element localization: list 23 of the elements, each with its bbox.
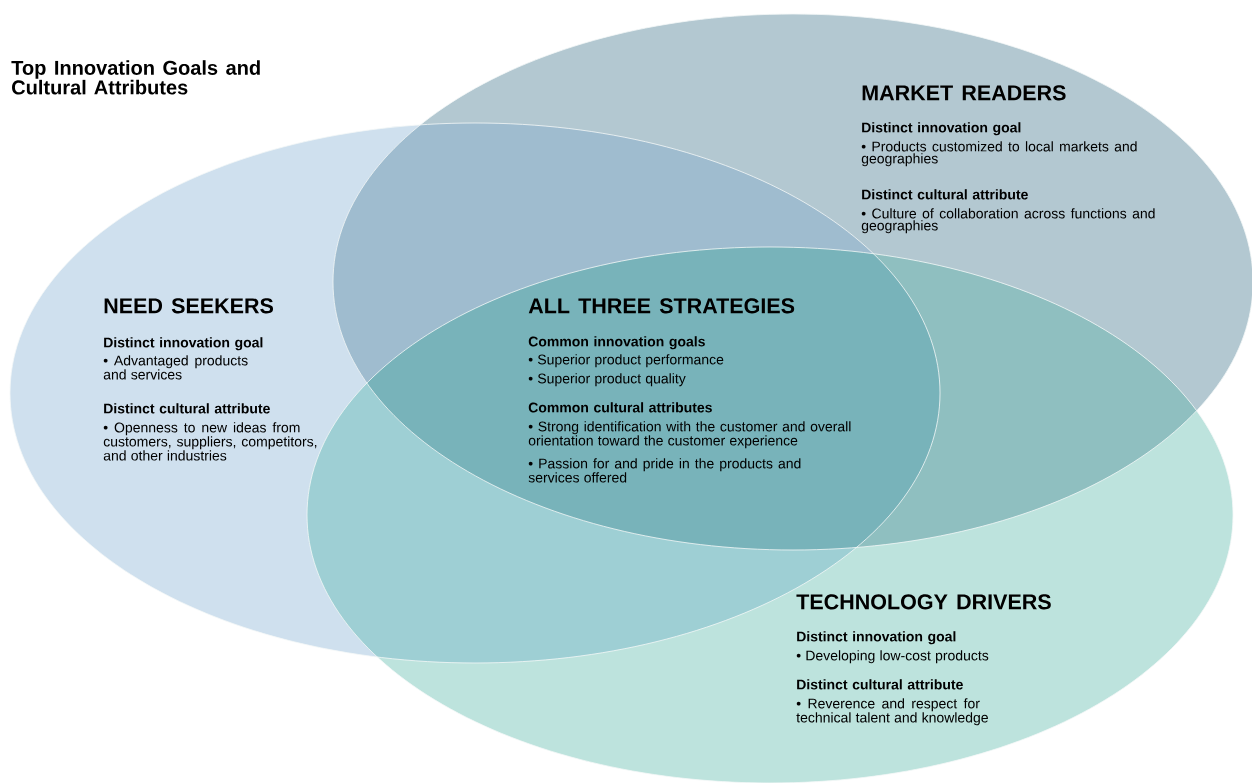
bullet-item: • Advantaged products and services (103, 355, 248, 380)
region-heading: TECHNOLOGY DRIVERS (796, 594, 1051, 610)
bullet-item: • Products customized to local markets and geographies (861, 141, 1137, 167)
subheading: Distinct cultural attribute (862, 189, 1028, 200)
bullet-item: • Superior product performance (528, 354, 724, 368)
subheading: Common innovation goals (528, 336, 705, 350)
region-heading: NEED SEEKERS (104, 298, 273, 314)
subheading: Distinct innovation goal (104, 337, 263, 351)
title: Top Innovation Goals and Cultural Attributes (11, 60, 260, 95)
subheading: Distinct innovation goal (797, 631, 956, 645)
bullet-item: • Openness to new ideas from customers, suppliers, competitors, and other industries (103, 422, 317, 461)
bullet-item: • Culture of collaboration across functions and geographies (861, 208, 1155, 234)
bullet-item: • Superior product quality (528, 373, 686, 387)
subheading: Distinct innovation goal (862, 122, 1021, 136)
bullet-item: • Strong identification with the customer and overall orientation toward the customer experience (528, 421, 851, 449)
region-heading: MARKET READERS (862, 85, 1066, 101)
subheading: Distinct cultural attribute (797, 679, 963, 690)
bullet-item: • Reverence and respect for technical talent and knowledge (796, 698, 988, 726)
region-heading: ALL THREE STRATEGIES (528, 298, 795, 314)
subheading: Distinct cultural attribute (104, 403, 270, 414)
bullet-item: • Passion for and pride in the products and services offered (528, 458, 801, 483)
subheading: Common cultural attributes (528, 402, 712, 413)
bullet-item: • Developing low-cost products (796, 650, 989, 664)
